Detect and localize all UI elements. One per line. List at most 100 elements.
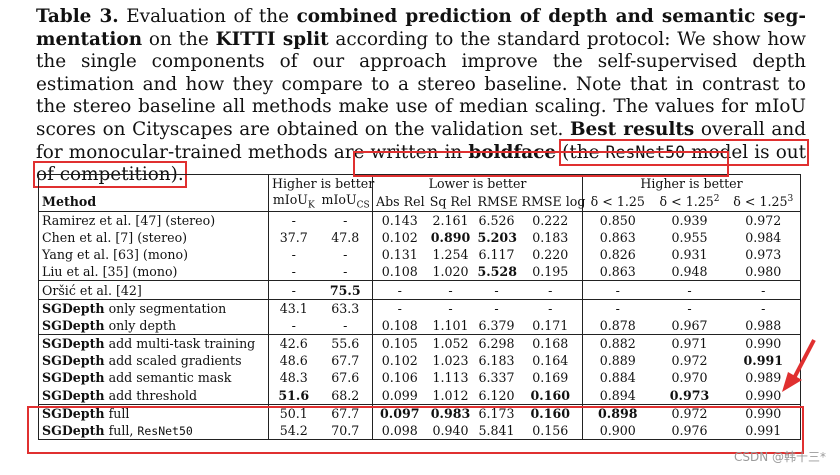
value-cell-rmse: 5.203: [477, 229, 517, 245]
caption-bold-1: combined prediction of depth and semanti…: [36, 6, 806, 50]
value-cell-d2: 0.955: [671, 229, 708, 245]
method-cell: Chen et al. [7] (stereo): [38, 228, 269, 247]
value-cell-d1: 0.878: [599, 317, 636, 333]
col-sq-rel: Sq Rel: [429, 193, 472, 209]
value-cell-rmselog: 0.171: [518, 316, 584, 335]
value-cell-mk: 37.7: [279, 229, 308, 245]
value-cell-sqrel: 2.161: [432, 212, 469, 228]
value-cell-mk: -: [291, 317, 296, 333]
value-cell-d1: 0.850: [599, 212, 636, 228]
value-cell-d3: -: [761, 282, 766, 298]
value-cell-d1: 0.884: [599, 370, 636, 386]
value-cell-d3: 0.972: [745, 212, 782, 228]
col-abs-rel: Abs Rel: [376, 193, 425, 209]
value-cell-d2: 0.931: [671, 247, 708, 263]
value-cell-mcs: 63.3: [318, 299, 374, 317]
value-cell-sqrel: -: [448, 282, 453, 298]
value-cell-absrel: -: [397, 300, 402, 316]
value-cell-d1: 0.898: [598, 405, 638, 421]
value-cell-d3: 0.990: [745, 336, 782, 352]
value-cell-d1: 0.882: [599, 336, 636, 352]
value-cell-mk: -: [291, 282, 296, 298]
value-cell-rmse: -: [494, 300, 499, 316]
value-cell-d2: 0.939: [671, 212, 708, 228]
value-cell-rmselog: -: [518, 280, 584, 300]
value-cell-rmselog: 0.160: [518, 386, 584, 405]
value-cell-absrel: 0.099: [381, 387, 418, 403]
value-cell-d3: 0.984: [745, 229, 782, 245]
value-cell-rmse: 6.379: [478, 317, 515, 333]
value-cell-absrel: -: [397, 282, 402, 298]
table-row: SGDepth add semantic mask 48.3 67.6 0.106 1.…: [38, 369, 801, 387]
value-cell-absrel: 0.108: [381, 264, 418, 280]
value-cell-mcs: 67.6: [318, 369, 374, 387]
value-cell-rmselog: 0.169: [518, 369, 584, 387]
value-cell-mcs: -: [318, 263, 374, 281]
value-cell-absrel: 0.097: [380, 405, 420, 421]
value-cell-absrel: 0.108: [381, 317, 418, 333]
method-cell: Liu et al. [35] (mono): [38, 263, 269, 281]
table-row: Oršić et al. [42]-75.5-------: [38, 280, 801, 300]
value-cell-rmse: 6.173: [478, 405, 515, 421]
col-method: Method: [38, 192, 269, 212]
value-cell-sqrel: 0.940: [432, 423, 469, 439]
col-delta-3: δ < 1.253: [733, 193, 794, 210]
value-cell-mcs: 55.6: [318, 334, 374, 353]
value-cell-d2: -: [687, 300, 692, 316]
value-cell-sqrel: 1.254: [432, 247, 469, 263]
value-cell-d3: 0.991: [743, 353, 783, 369]
method-cell: SGDepth only segmentation: [38, 299, 269, 317]
value-cell-mcs: 67.7: [318, 404, 374, 422]
value-cell-d2: 0.972: [671, 353, 708, 369]
value-cell-mcs: -: [318, 211, 374, 229]
value-cell-d1: -: [615, 300, 620, 316]
value-cell-d1: 0.894: [599, 387, 636, 403]
value-cell-sqrel: 1.113: [432, 370, 469, 386]
value-cell-mcs: 68.2: [318, 386, 374, 405]
method-cell: Oršić et al. [42]: [38, 280, 269, 300]
value-cell-absrel: 0.106: [381, 370, 418, 386]
value-cell-d1: 0.889: [599, 353, 636, 369]
value-cell-rmselog: 0.164: [518, 352, 584, 370]
value-cell-d1: 0.826: [599, 247, 636, 263]
value-cell-d3: -: [761, 300, 766, 316]
table-group-header-row: Higher is better Lower is better Higher …: [38, 174, 801, 193]
value-cell-mk: 48.6: [279, 353, 308, 369]
value-cell-d1: -: [615, 282, 620, 298]
caption-bold-3: Best results: [570, 118, 695, 140]
method-cell: SGDepth only depth: [38, 316, 269, 335]
value-cell-absrel: 0.102: [381, 229, 418, 245]
value-cell-rmse: 5.841: [478, 423, 515, 439]
value-cell-rmse: 6.526: [478, 212, 515, 228]
method-cell: SGDepth full, ResNet50: [38, 421, 269, 440]
value-cell-mk: -: [291, 247, 296, 263]
value-cell-rmselog: 0.183: [518, 228, 584, 247]
value-cell-rmselog: 0.222: [518, 211, 584, 229]
caption-text-4: overall and for monocular-trained method…: [36, 118, 806, 163]
value-cell-mk: 51.6: [278, 387, 310, 403]
value-cell-mk: 48.3: [279, 370, 308, 386]
table-column-header-row: Method mIoUK mIoUCS Abs Rel Sq Rel RMSE …: [38, 192, 801, 212]
value-cell-absrel: 0.131: [381, 247, 418, 263]
value-cell-rmse: 6.117: [478, 247, 515, 263]
value-cell-d3: 0.988: [745, 317, 782, 333]
value-cell-d2: 0.967: [671, 317, 708, 333]
value-cell-mk: -: [291, 212, 296, 228]
method-cell: SGDepth add semantic mask: [38, 369, 269, 387]
value-cell-mcs: -: [318, 246, 374, 264]
value-cell-rmselog: 0.168: [518, 334, 584, 353]
value-cell-rmse: 5.528: [477, 264, 517, 280]
value-cell-rmselog: 0.220: [518, 246, 584, 264]
value-cell-mcs: 70.7: [318, 421, 374, 440]
value-cell-rmse: 6.298: [478, 336, 515, 352]
value-cell-d1: 0.900: [599, 423, 636, 439]
value-cell-sqrel: -: [448, 300, 453, 316]
value-cell-mk: 43.1: [279, 300, 308, 316]
value-cell-absrel: 0.105: [381, 336, 418, 352]
